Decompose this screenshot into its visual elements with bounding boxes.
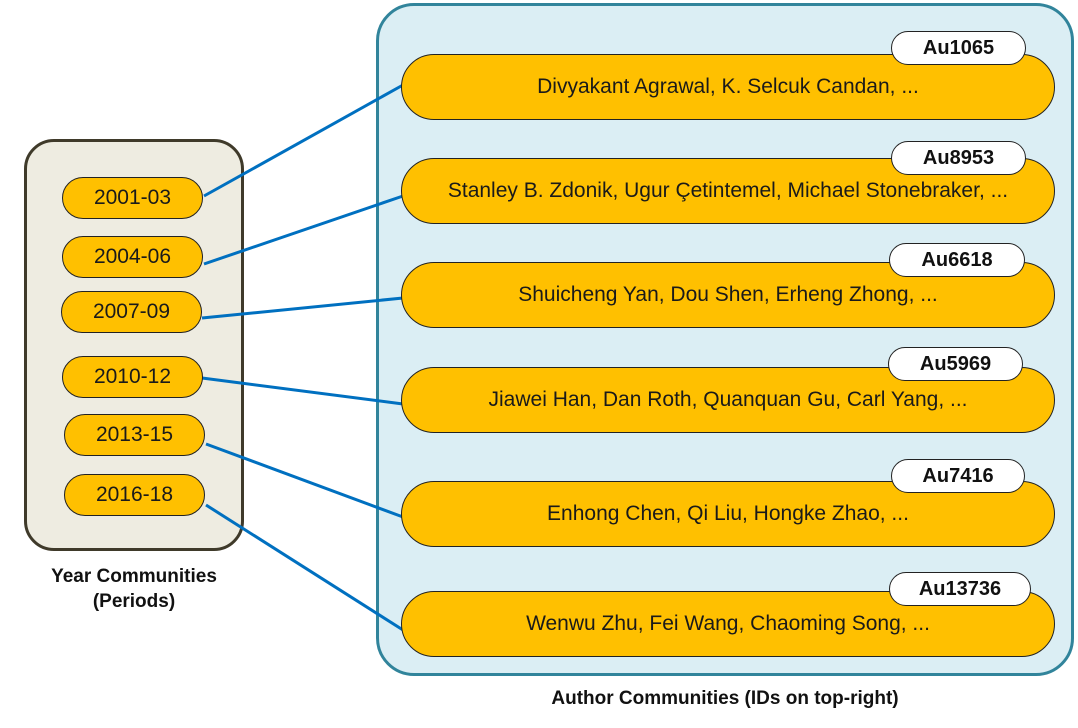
author-list: Wenwu Zhu, Fei Wang, Chaoming Song, ... [526,612,930,635]
author-list: Stanley B. Zdonik, Ugur Çetintemel, Mich… [447,179,1009,202]
author-communities-caption: Author Communities (IDs on top-right) [551,688,899,709]
community-id-tag: Au8953 [891,141,1026,175]
period-label: 2001-03 [93,186,172,209]
connector-2007-09 [201,296,404,320]
period-2013-15: 2013-15 [64,414,205,456]
period-label: 2010-12 [93,365,172,388]
period-label: 2004-06 [93,245,172,268]
author-list: Shuicheng Yan, Dou Shen, Erheng Zhong, .… [518,283,938,306]
period-2007-09: 2007-09 [61,291,202,333]
period-2001-03: 2001-03 [62,177,203,219]
caption-line: Year Communities [51,566,217,587]
community-id-tag: Au13736 [889,572,1031,606]
author-list: Enhong Chen, Qi Liu, Hongke Zhao, ... [547,502,909,525]
author-list: Divyakant Agrawal, K. Selcuk Candan, ... [537,75,919,98]
period-2004-06: 2004-06 [62,236,203,278]
period-label: 2013-15 [95,423,174,446]
caption-line: (Periods) [92,591,176,612]
author-list: Jiawei Han, Dan Roth, Quanquan Gu, Carl … [488,388,968,411]
community-id-tag: Au7416 [891,459,1025,493]
community-id-tag: Au6618 [889,243,1025,277]
period-label: 2016-18 [95,483,174,506]
year-communities-caption: Year Communities (Periods) [14,564,254,614]
connector-2010-12 [201,376,404,406]
period-2016-18: 2016-18 [64,474,205,516]
period-label: 2007-09 [92,300,171,323]
connector-2016-18 [205,503,404,632]
connector-2001-03 [203,83,404,198]
connector-2013-15 [205,442,404,519]
author-community-au1065: Divyakant Agrawal, K. Selcuk Candan, ... [401,54,1055,120]
community-id-tag: Au5969 [888,347,1023,381]
community-id-tag: Au1065 [891,31,1026,65]
connector-2004-06 [203,194,404,266]
period-2010-12: 2010-12 [62,356,203,398]
